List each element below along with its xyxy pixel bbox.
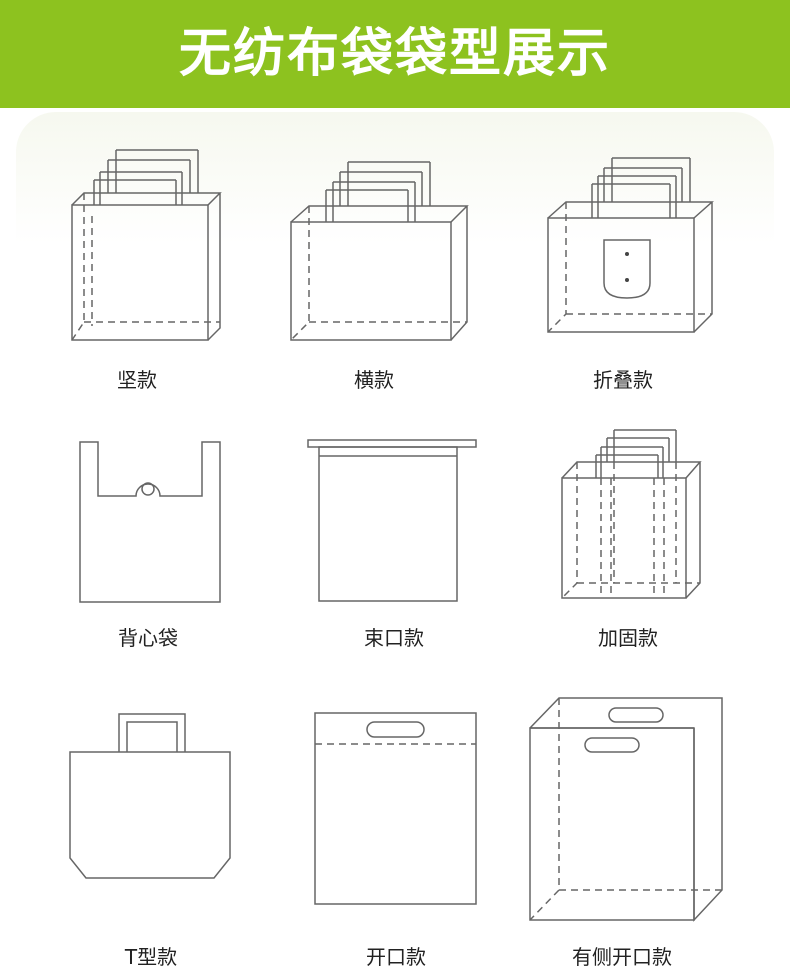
bag-label: 束口款: [364, 626, 424, 650]
bag-label: 折叠款: [593, 368, 653, 392]
bag-diecut-gusset-illustration: [529, 697, 723, 922]
bag-label: 加固款: [598, 626, 658, 650]
bag-diecut-illustration: [314, 712, 477, 905]
bag-label: 有侧开口款: [572, 945, 672, 969]
bag-label: 开口款: [366, 945, 426, 969]
bag-label: 背心袋: [118, 626, 178, 650]
page-title: 无纺布袋袋型展示: [178, 24, 611, 84]
bag-drawstring-illustration: [307, 439, 477, 602]
header-banner: 无纺布袋袋型展示: [0, 0, 790, 108]
bag-label: T型款: [124, 945, 178, 969]
bag-vertical-illustration: [71, 149, 222, 341]
bag-vest-illustration: [79, 441, 221, 603]
bag-label: 坚款: [117, 368, 157, 392]
bag-horizontal-illustration: [290, 161, 469, 341]
bag-label: 横款: [354, 368, 394, 392]
bag-reinforced-illustration: [561, 429, 702, 599]
bag-foldable-illustration: [547, 157, 714, 333]
bag-t-shape-illustration: [69, 713, 231, 879]
